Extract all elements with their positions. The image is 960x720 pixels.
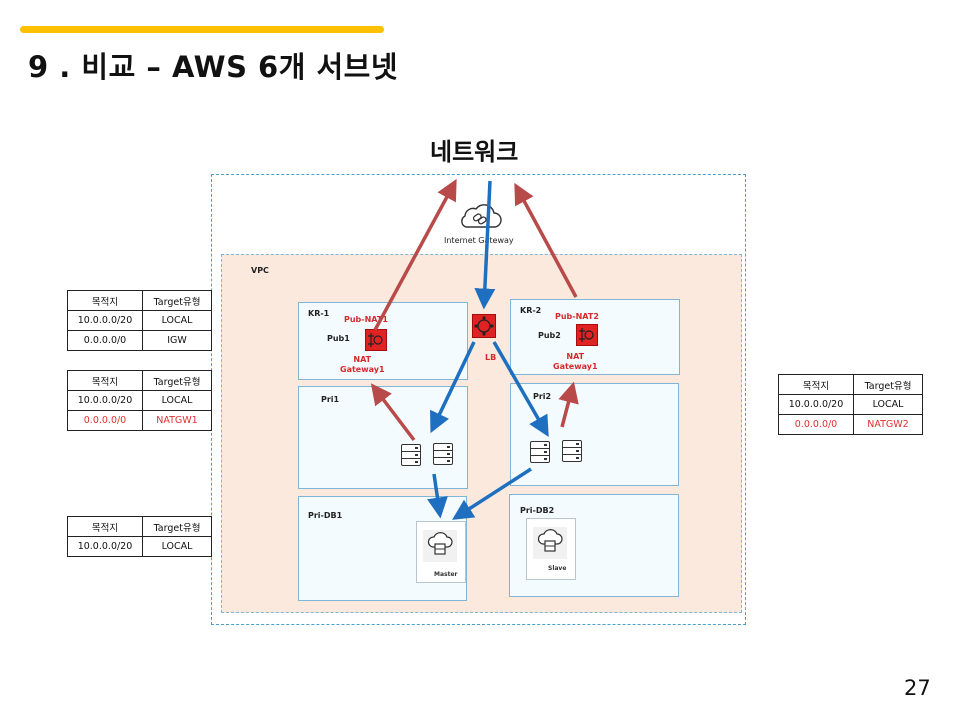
- pub2-label: Pub2: [538, 331, 561, 340]
- cell-destination: 0.0.0.0/0: [67, 330, 143, 351]
- cell-target: IGW: [142, 330, 212, 351]
- arrow-lb-to-pri2: [492, 341, 549, 438]
- vpc-label: VPC: [251, 266, 269, 275]
- cell-destination: 10.0.0.0/20: [67, 536, 143, 557]
- pub1-label: Pub1: [327, 334, 350, 343]
- cell-destination: 10.0.0.0/20: [778, 394, 854, 415]
- header-destination: 목적지: [67, 370, 143, 391]
- cell-target: LOCAL: [853, 394, 923, 415]
- cell-target: LOCAL: [142, 310, 212, 331]
- db-slave: Slave: [526, 518, 576, 580]
- master-label: Master: [434, 571, 458, 578]
- nat-gateway1-left-label: NAT Gateway1: [340, 355, 385, 374]
- pri1-label: Pri1: [321, 395, 340, 404]
- pri2-label: Pri2: [533, 392, 552, 401]
- arrow-nat1-to-internet: [373, 178, 457, 331]
- arrow-lb-to-pri1: [430, 341, 476, 434]
- load-balancer-icon: [472, 314, 496, 338]
- kr1-label: KR-1: [308, 309, 330, 318]
- slave-label: Slave: [548, 565, 567, 572]
- cell-target: LOCAL: [142, 536, 212, 557]
- title-accent-bar: [20, 26, 384, 33]
- arrow-pri2-to-nat2: [558, 381, 579, 428]
- header-target-type: Target유형: [142, 370, 212, 391]
- nat-gateway1-right-label: NAT Gateway1: [553, 352, 598, 371]
- database-icon: [533, 527, 567, 559]
- cell-target: LOCAL: [142, 390, 212, 411]
- nat-gateway2-icon: [576, 324, 598, 346]
- cloud-link-icon: [461, 204, 502, 228]
- internet-gateway-label: Internet Gateway: [442, 236, 516, 245]
- pri-db2-label: Pri-DB2: [520, 506, 555, 515]
- cell-target: NATGW2: [853, 414, 923, 435]
- db-master: Master: [416, 521, 466, 583]
- internet-gateway: Internet Gateway: [434, 200, 526, 252]
- arrow-pri2-to-master: [452, 467, 532, 520]
- header-destination: 목적지: [67, 290, 143, 311]
- server-icon: [401, 444, 421, 466]
- network-title: 네트워크: [430, 138, 519, 166]
- kr2-label: KR-2: [520, 306, 542, 315]
- slide-title: 9 . 비교 – AWS 6개 서브넷: [28, 50, 399, 84]
- cell-destination: 10.0.0.0/20: [67, 310, 143, 331]
- page-number: 27: [904, 676, 931, 700]
- header-destination: 목적지: [778, 374, 854, 395]
- pub-nat1-label: Pub-NAT1: [344, 315, 388, 324]
- pub-nat2-label: Pub-NAT2: [555, 312, 599, 321]
- cell-target: NATGW1: [142, 410, 212, 431]
- arrow-pri1-to-master: [427, 473, 448, 519]
- arrow-pri1-to-nat1: [370, 383, 416, 442]
- header-target-type: Target유형: [142, 516, 212, 537]
- header-target-type: Target유형: [853, 374, 923, 395]
- arrow-nat2-to-internet: [514, 182, 578, 298]
- lb-label: LB: [485, 353, 497, 362]
- pri-db1-label: Pri-DB1: [308, 511, 343, 520]
- server-icon: [530, 441, 550, 463]
- header-destination: 목적지: [67, 516, 143, 537]
- arrow-internet-to-lb: [474, 180, 496, 310]
- cell-destination: 0.0.0.0/0: [778, 414, 854, 435]
- cell-destination: 10.0.0.0/20: [67, 390, 143, 411]
- server-icon: [433, 443, 453, 465]
- server-icon: [562, 440, 582, 462]
- header-target-type: Target유형: [142, 290, 212, 311]
- cell-destination: 0.0.0.0/0: [67, 410, 143, 431]
- database-icon: [423, 530, 457, 562]
